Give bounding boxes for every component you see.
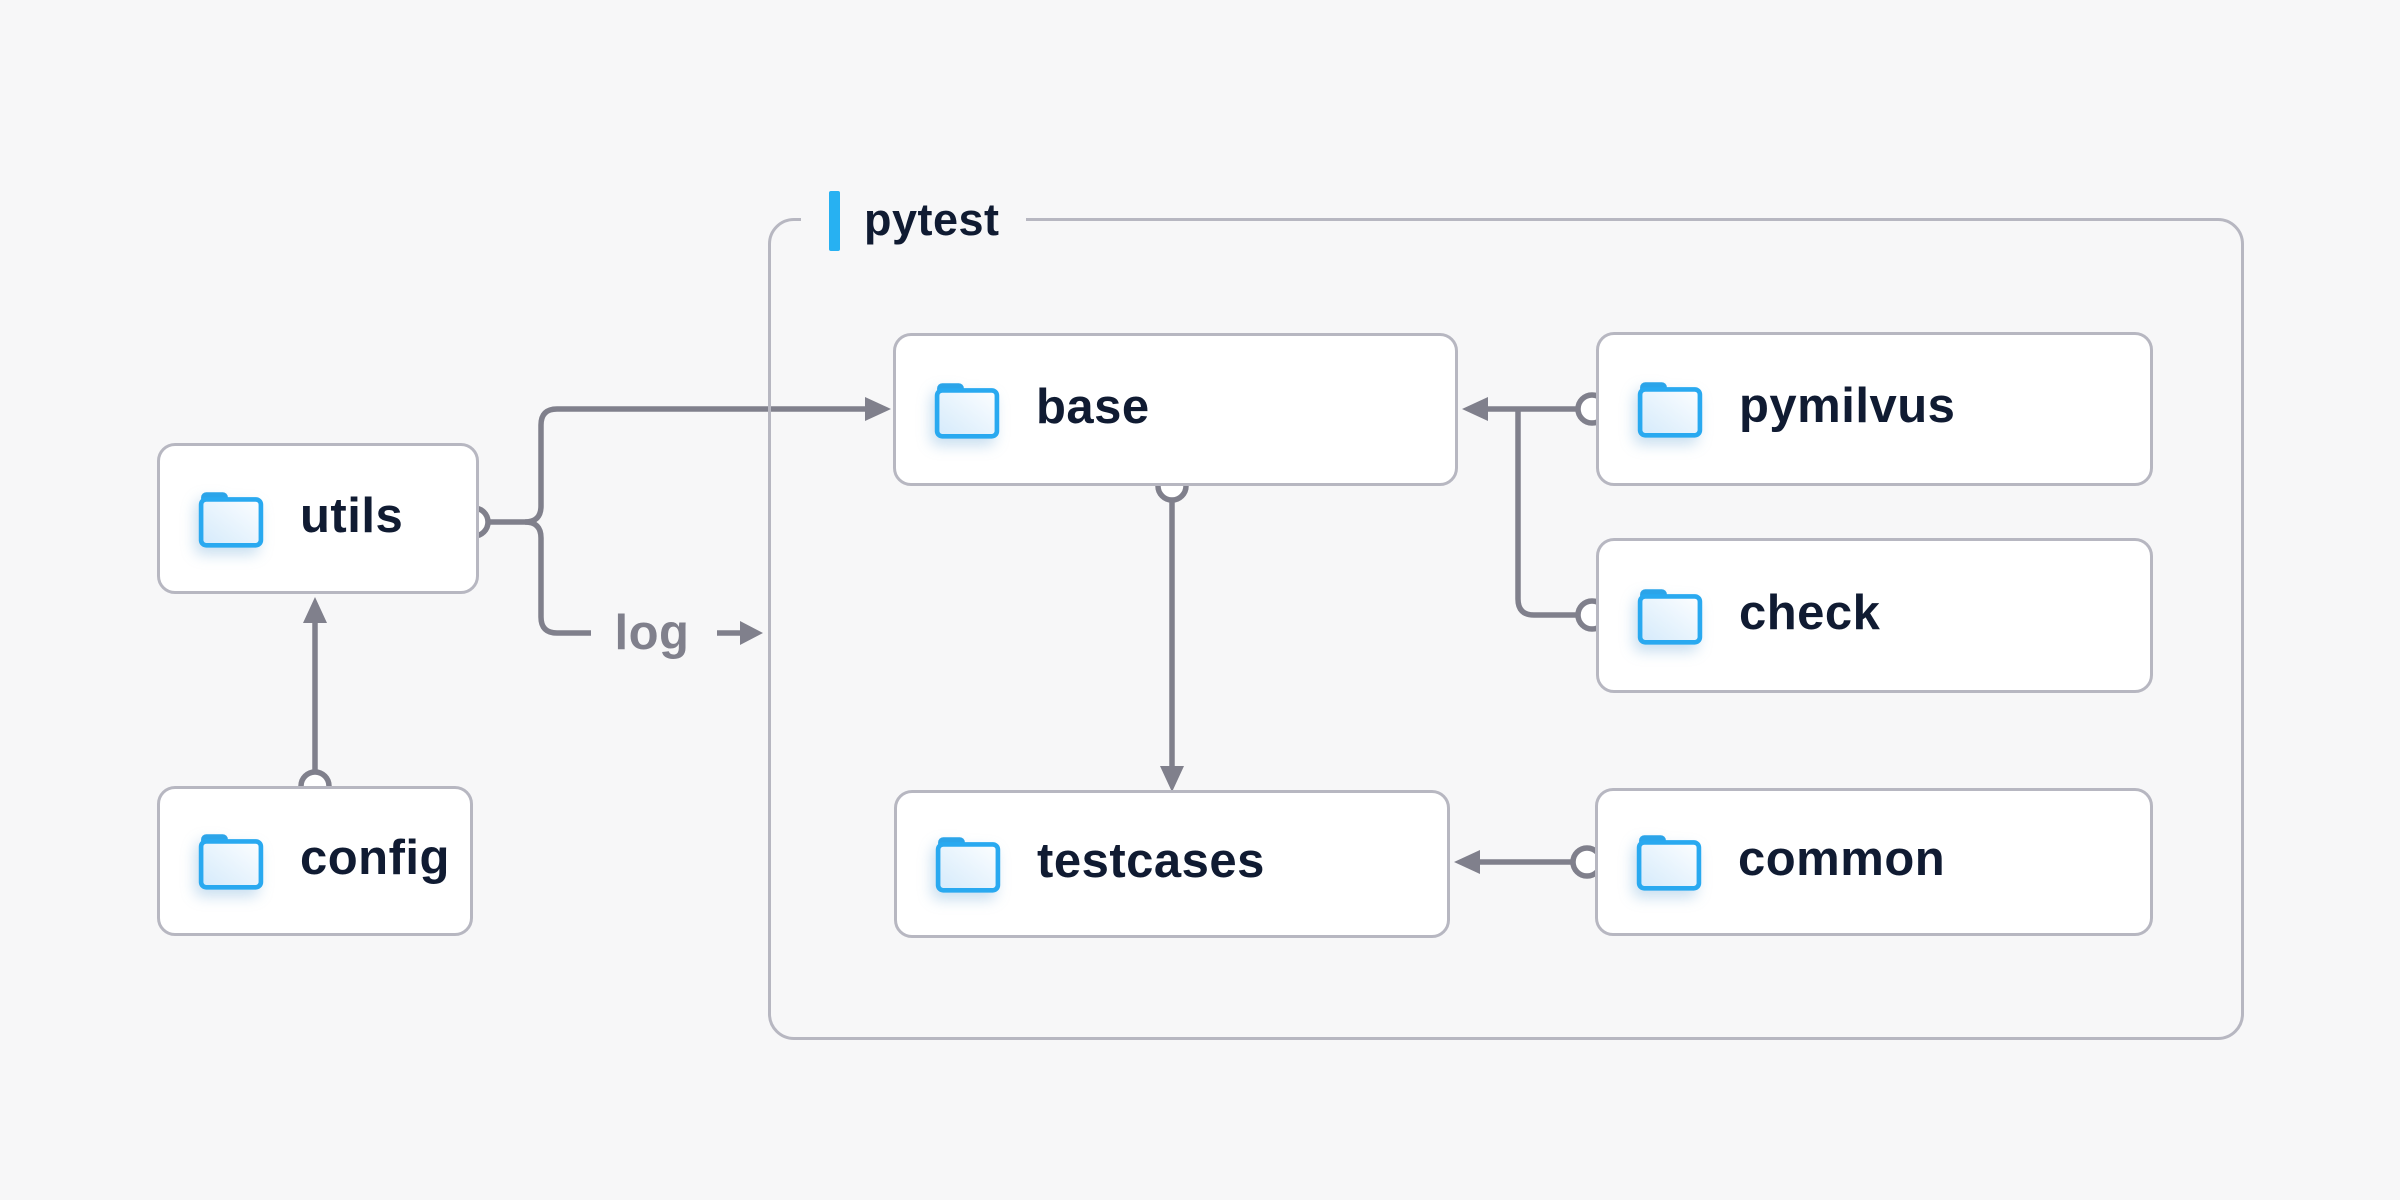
node-pymilvus: pymilvus [1596,332,2153,486]
pytest-group-title: pytest [864,193,1000,245]
arrowhead-config-utils [303,597,327,623]
edge-label-log: log [614,606,690,660]
node-label: pymilvus [1739,379,1956,433]
node-label: testcases [1037,834,1265,888]
arrowhead-utils-base [865,397,891,421]
node-testcases: testcases [894,790,1450,938]
arrowhead-base-testcases [1160,766,1184,792]
accent-bar [829,191,840,251]
folder-icon [935,834,1001,894]
edge-utils-base [524,406,866,525]
node-utils: utils [157,443,479,594]
node-label: base [1036,379,1150,434]
arrowhead-common-testcases [1454,850,1480,874]
node-config: config [157,786,473,936]
folder-icon [198,489,264,549]
folder-icon [198,831,264,891]
folder-icon [1637,586,1703,646]
pytest-group-label: pytest [801,188,1026,254]
node-label: config [300,831,450,885]
pytest-group: pytest [768,188,2244,1040]
edge-check-base [1515,409,1578,618]
folder-icon [934,380,1000,440]
node-check: check [1596,538,2153,693]
arrowhead-log [740,621,763,645]
node-label: utils [300,488,404,543]
folder-icon [1637,379,1703,439]
node-label: check [1739,585,1881,640]
node-common: common [1595,788,2153,936]
node-label: common [1738,832,1946,886]
node-base: base [893,333,1458,486]
folder-icon [1636,832,1702,892]
arrowhead-into-base [1462,397,1488,421]
edge-utils-log [524,519,591,636]
